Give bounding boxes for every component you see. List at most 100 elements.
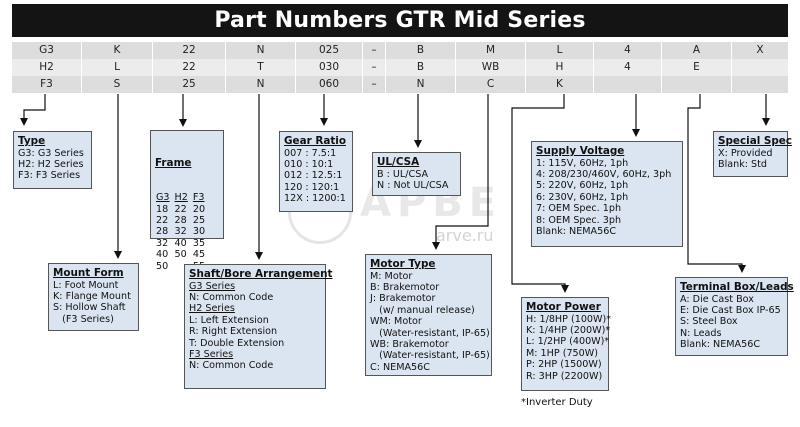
motor-power-box-title: Motor Power: [526, 301, 601, 313]
code-cell: B: [385, 59, 455, 76]
frame-table: G3H2F31822202228252832303240354050455055: [156, 192, 210, 272]
motor-type-box-line: (Water-resistant, IP-65): [370, 327, 490, 339]
special-spec-box-title: Special Spec: [718, 135, 793, 147]
terminal-box-leads-box-line: Blank: NEMA56C: [680, 339, 761, 351]
code-cell: WB: [455, 59, 525, 76]
code-cell: –: [362, 59, 385, 76]
shaft-bore-box-line: T: Double Extension: [189, 337, 285, 349]
gear-ratio-box-title: Gear Ratio: [284, 135, 347, 147]
motor-power-box-line: K: 1/4HP (200W)*: [526, 324, 611, 336]
code-cell: H2: [39, 61, 54, 73]
code-cell: B: [385, 42, 455, 59]
supply-voltage-box-line: 5: 220V, 60Hz, 1ph: [536, 180, 629, 192]
shaft-bore-box-line: R: Right Extension: [189, 326, 278, 338]
code-cell: 030: [295, 59, 362, 76]
code-cell: 4: [593, 42, 661, 59]
type-box-line: H2: H2 Series: [18, 158, 84, 170]
supply-voltage-box-line: 8: OEM Spec. 3ph: [536, 214, 622, 226]
code-cell: X: [731, 42, 788, 59]
shaft-bore-box-line: F3 Series: [189, 348, 234, 360]
frame-column-header: G3: [156, 192, 170, 204]
supply-voltage-box-line: 7: OEM Spec. 1ph: [536, 203, 622, 215]
frame-row: 32 40 35: [156, 238, 210, 249]
motor-type-box-line: C: NEMA56C: [370, 361, 430, 373]
frame-cell: 18: [156, 203, 169, 215]
arrow-type: [20, 94, 46, 126]
gear-ratio-box-line: 120 : 120:1: [284, 181, 340, 193]
terminal-box-leads-box-line: E: Die Cast Box IP-65: [680, 304, 781, 316]
mount-form-box-line: S: Hollow Shaft: [53, 302, 126, 314]
arrow-motor-power: [511, 94, 569, 293]
supply-voltage-box-line: Blank: NEMA56C: [536, 225, 617, 237]
arrow-motor-type: [432, 94, 489, 250]
code-cell: –: [362, 76, 385, 93]
code-cell: N: [225, 42, 295, 59]
frame-cell: 50: [174, 249, 187, 261]
code-cell: 25: [152, 76, 225, 93]
shaft-bore-box-line: N: Common Code: [189, 291, 274, 303]
frame-cell: 22: [156, 214, 169, 226]
frame-cell: 45: [192, 249, 206, 261]
mount-form-box-line: (F3 Series): [53, 313, 114, 325]
code-cell: 025: [295, 42, 362, 59]
code-cell: A: [661, 42, 731, 59]
frame-cell: 25: [192, 214, 206, 226]
frame-cell: 20: [192, 203, 206, 215]
code-cell: K: [525, 76, 593, 93]
motor-power-box-line: L: 1/2HP (400W)*: [526, 336, 610, 348]
code-cell: M: [455, 42, 525, 59]
terminal-box-leads-box-title: Terminal Box/Leads: [680, 281, 794, 293]
motor-type-box-title: Motor Type: [370, 258, 436, 270]
type-box-title: Type: [18, 135, 46, 147]
code-cell: L: [81, 59, 152, 76]
motor-type-box-line: WM: Motor: [370, 316, 422, 328]
code-cell: C: [455, 76, 525, 93]
motor-type-box-line: (Water-resistant, IP-65): [370, 350, 490, 362]
supply-voltage-box-line: 6: 230V, 60Hz, 1ph: [536, 191, 629, 203]
code-cell: [731, 76, 788, 93]
type-box-line: G3: G3 Series: [18, 147, 84, 159]
frame-cell: 32: [174, 226, 187, 238]
frame-column-header: F3: [192, 192, 205, 204]
frame-cell: 50: [156, 260, 169, 272]
frame-cell: 35: [192, 237, 206, 249]
motor-type-box-line: (w/ manual release): [370, 304, 475, 316]
frame-cell: 40: [174, 237, 187, 249]
terminal-box-leads-box-line: A: Die Cast Box: [680, 293, 754, 305]
arrow-terminal: [687, 94, 746, 273]
shaft-bore-box-line: L: Left Extension: [189, 314, 269, 326]
mount-form-box-title: Mount Form: [53, 267, 124, 279]
special-spec-box-line: Blank: Std: [718, 158, 767, 170]
inverter-duty-footnote: *Inverter Duty: [521, 397, 593, 408]
diagram-title: Part Numbers GTR Mid Series: [12, 4, 788, 37]
code-cell: [731, 59, 788, 76]
code-cell: S: [81, 76, 152, 93]
frame-box-title: Frame: [155, 156, 192, 169]
supply-voltage-box-title: Supply Voltage: [536, 145, 625, 157]
frame-cell: 32: [156, 237, 169, 249]
frame-column-header: H2: [174, 192, 188, 204]
shaft-bore-box-title: Shaft/Bore Arrangement: [189, 268, 333, 280]
special-spec-box-line: X: Provided: [718, 147, 773, 159]
motor-type-box-line: J: Brakemotor: [370, 293, 436, 305]
code-cell: [661, 76, 731, 93]
shaft-bore-box-line: G3 Series: [189, 280, 236, 292]
code-cell: N: [385, 76, 455, 93]
code-cell: 22: [152, 59, 225, 76]
ulcsa-box-line: N : Not UL/CSA: [377, 179, 449, 191]
code-cell: N: [225, 76, 295, 93]
motor-type-box-line: M: Motor: [370, 270, 413, 282]
